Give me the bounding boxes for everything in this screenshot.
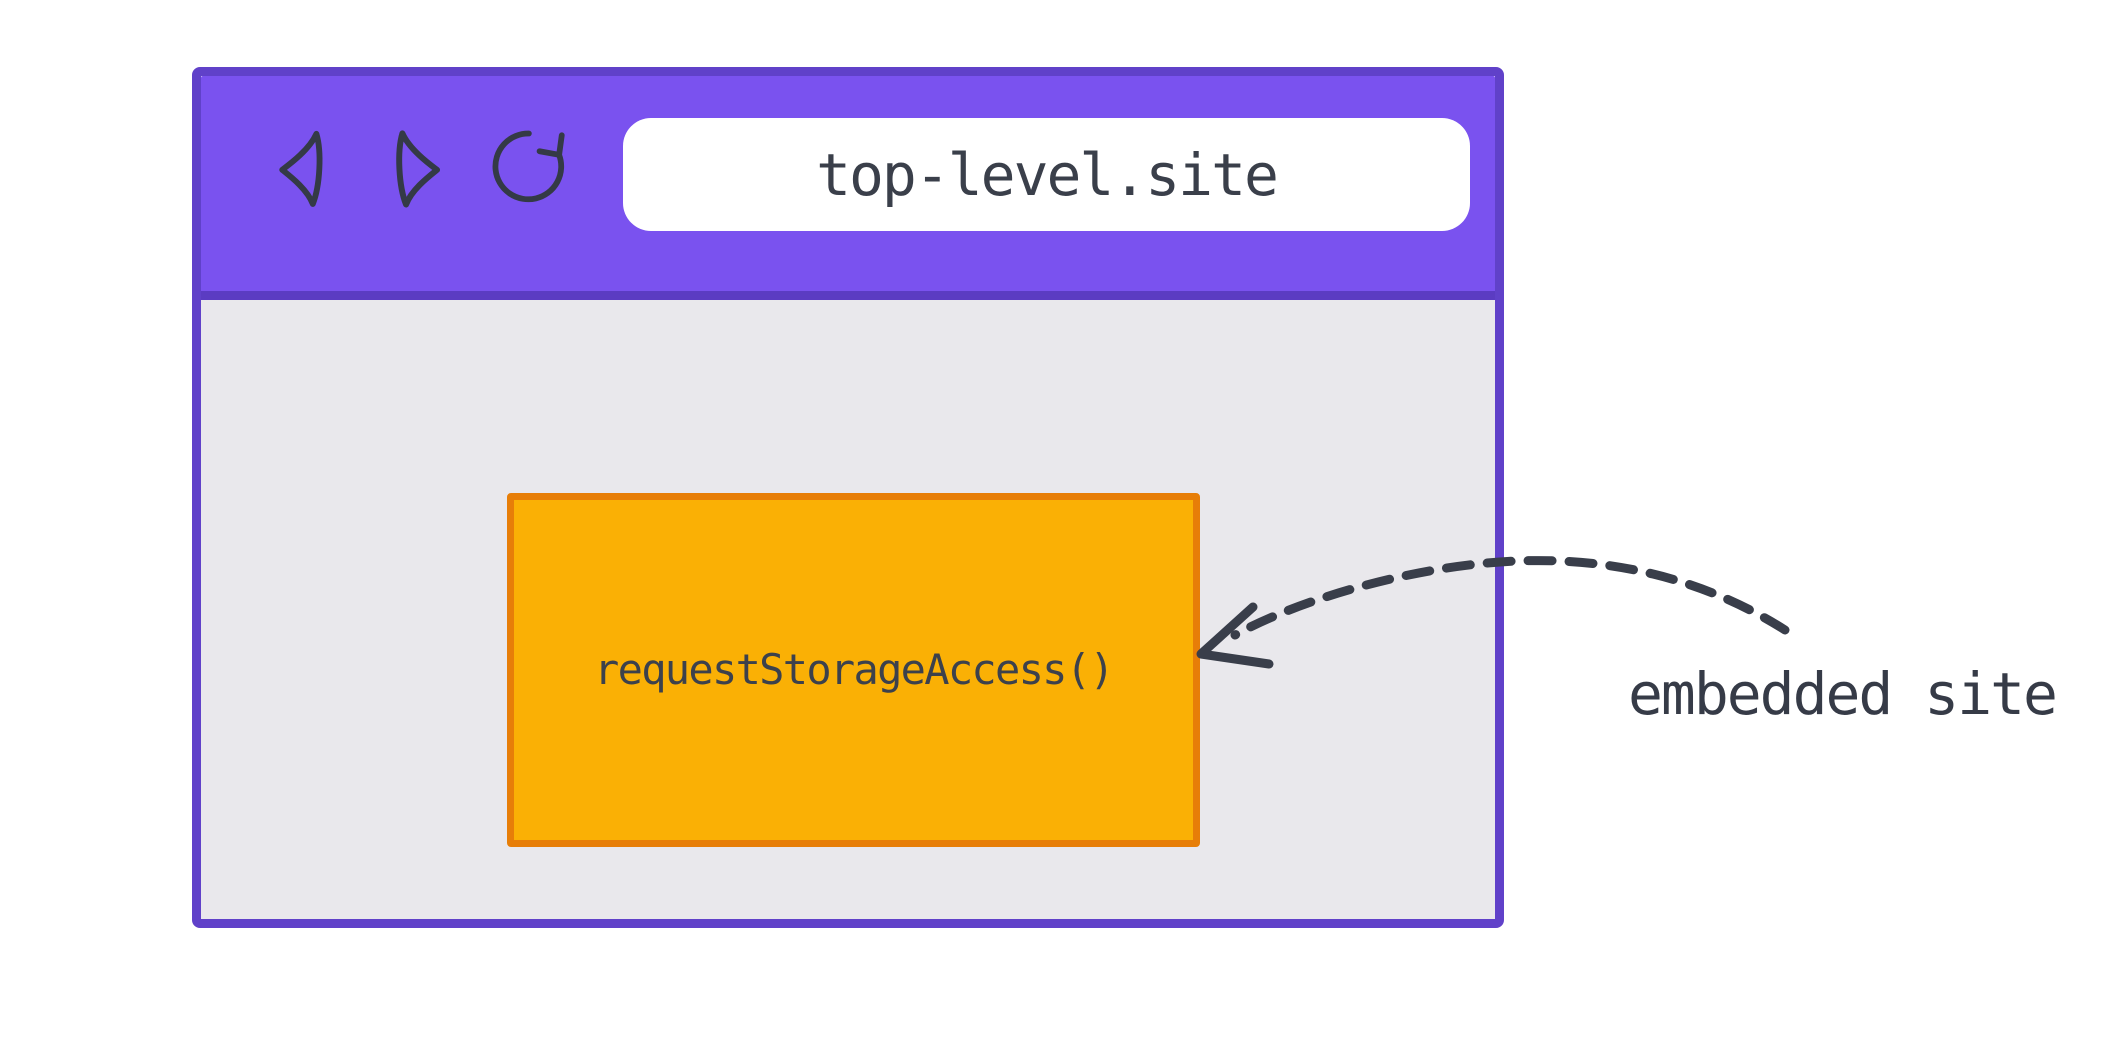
address-bar[interactable]: top-level.site [623,118,1470,231]
embedded-frame[interactable]: requestStorageAccess() [507,493,1200,847]
back-icon[interactable] [275,126,329,210]
arrow-dashed-curve [1230,556,1790,640]
arrow-head [1196,602,1274,669]
address-bar-url: top-level.site [816,140,1279,209]
embedded-frame-label: requestStorageAccess() [594,645,1115,694]
annotation-label: embedded site [1628,660,2058,728]
browser-window: top-level.site requestStorageAccess() [192,67,1504,928]
forward-icon[interactable] [388,126,446,210]
browser-viewport: requestStorageAccess() [201,300,1495,919]
reload-icon[interactable] [488,123,568,208]
browser-toolbar: top-level.site [201,76,1495,300]
annotation-arrow [1185,535,1815,689]
